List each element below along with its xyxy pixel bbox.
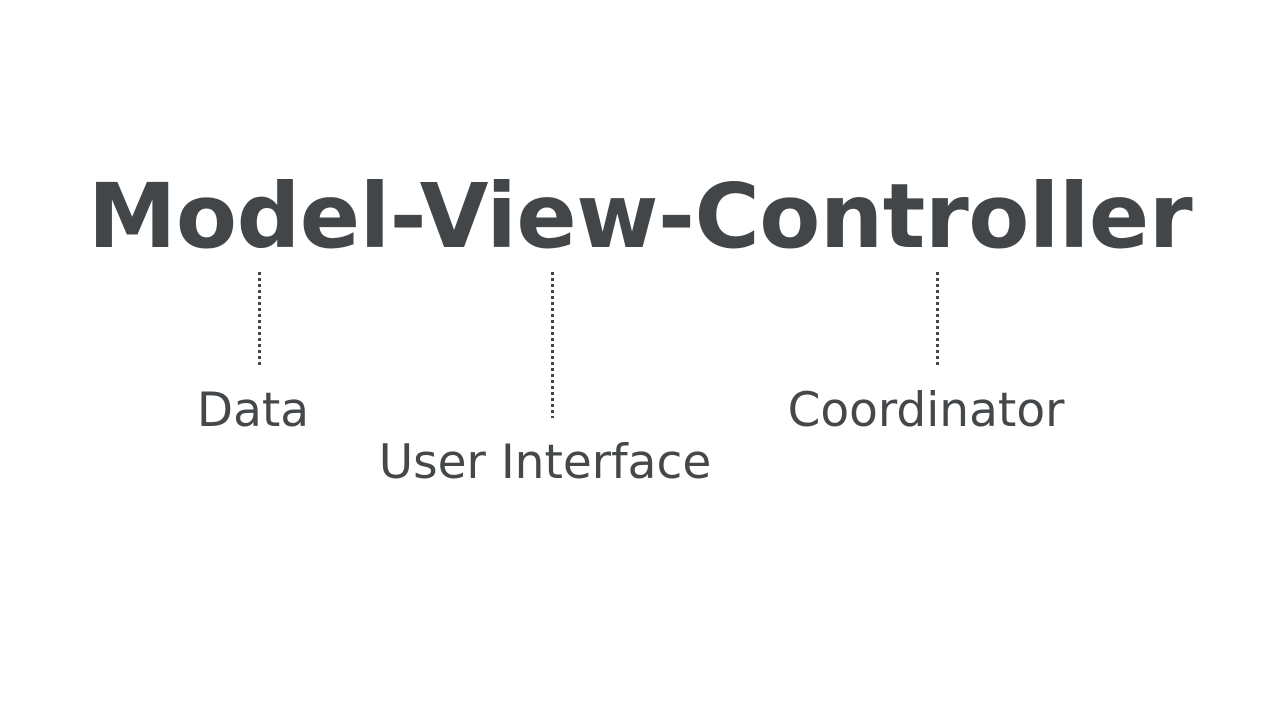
- dotted-connector-controller: [936, 272, 939, 366]
- page-title: Model-View-Controller: [87, 164, 1193, 268]
- label-model-data: Data: [196, 383, 310, 438]
- label-view-user-interface: User Interface: [378, 435, 712, 490]
- dotted-connector-view: [551, 272, 554, 418]
- label-controller-coordinator: Coordinator: [787, 383, 1065, 438]
- dotted-connector-model: [258, 272, 261, 366]
